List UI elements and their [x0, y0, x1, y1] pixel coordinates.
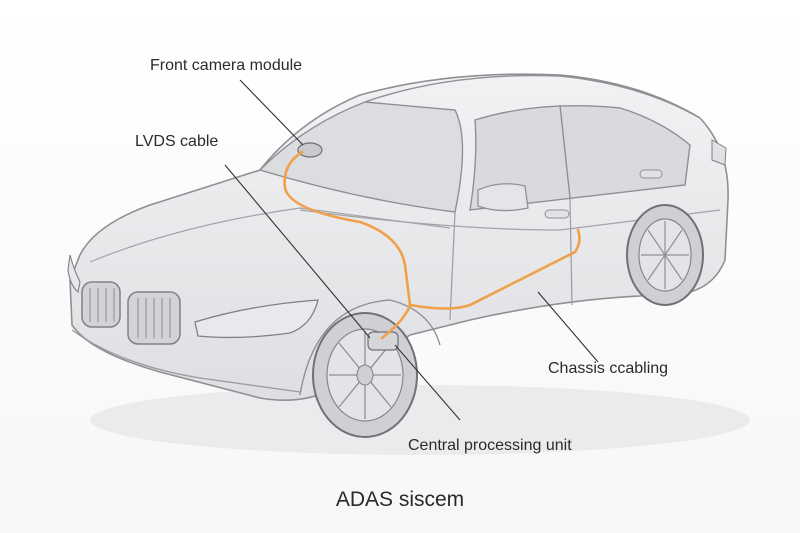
- window-pillar: [559, 104, 571, 199]
- door-handle-rear: [639, 169, 663, 179]
- front-camera-module: [297, 142, 323, 158]
- label-front-camera-module: Front camera module: [150, 57, 303, 74]
- ground-shadow: [90, 385, 750, 455]
- door-handle-front: [544, 209, 570, 219]
- windshield: [258, 101, 464, 213]
- headlight-left: [67, 254, 81, 294]
- leader-cpu: [394, 344, 461, 421]
- grille-bars: [89, 288, 171, 338]
- leader-chassis: [537, 291, 599, 363]
- roof-line: [364, 74, 701, 119]
- tail-light: [711, 139, 727, 166]
- side-windows: [469, 105, 691, 211]
- headlight-right: [194, 299, 319, 339]
- side-mirror: [477, 183, 529, 212]
- central-processing-unit: [367, 331, 399, 351]
- leader-lvds: [224, 164, 371, 339]
- front-door: [449, 197, 573, 321]
- grille-left: [81, 281, 121, 328]
- hood-line: [89, 207, 451, 263]
- lvds-cable-path: [283, 150, 581, 340]
- beltline: [299, 209, 721, 231]
- rear-wheel: [626, 204, 704, 306]
- leader-front-camera: [239, 79, 304, 146]
- label-central-processing-unit: Central processing unit: [408, 437, 572, 454]
- front-wheel-arch: [299, 299, 441, 396]
- front-bumper: [71, 329, 301, 393]
- label-lvds-cable: LVDS cable: [135, 133, 219, 150]
- label-chassis-cabling: Chassis ccabling: [548, 360, 669, 377]
- diagram-caption: ADAS siscem: [335, 488, 465, 511]
